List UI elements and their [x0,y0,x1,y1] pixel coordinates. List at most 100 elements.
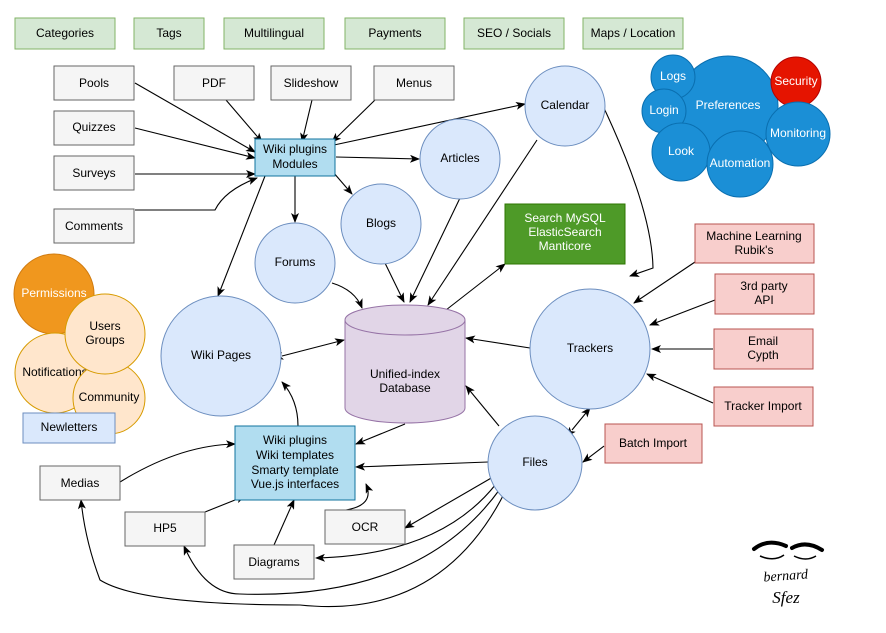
edge-ml-trackers [633,261,696,304]
tag-tags: Tags [133,17,205,50]
node-search: Search MySQL ElasticSearch Manticore [504,203,626,265]
node-label: Trackers [567,341,613,355]
edge-slideshow-plugins [300,99,313,143]
edge-pools-plugins [134,82,256,153]
node-preferences: Preferences [677,55,779,157]
node-label: Preferences [696,98,761,112]
edge-quizzes-plugins [134,127,256,160]
node-label-line: Email [748,334,778,348]
node-wiki-plugins-modules: Wiki plugins Modules [254,138,336,177]
edge-plugins-wikipages [217,175,266,297]
node-label: Security [774,74,817,88]
node-label: Slideshow [284,76,339,90]
edge-ocr-templates [345,483,374,511]
node-label-line: Unified-index [370,367,440,381]
edge-comments-plugins [135,177,258,211]
edge-plugins-calendar [333,101,526,146]
node-medias: Medias [39,465,121,501]
node-tracker-import: Tracker Import [713,386,814,427]
node-ocr: OCR [324,509,406,545]
node-label: PDF [202,76,226,90]
node-label: Diagrams [248,555,299,569]
node-label: Files [522,455,547,469]
node-third-party-api: 3rd party API [714,273,815,315]
node-pools: Pools [53,65,135,101]
node-label: Menus [396,76,432,90]
tag-categories: Categories [14,17,116,50]
tag-seo-socials: SEO / Socials [463,17,565,50]
tag-label: SEO / Socials [477,26,551,40]
node-label: Articles [440,151,479,165]
node-label-line: Groups [85,333,124,347]
node-comments: Comments [53,208,135,244]
node-quizzes: Quizzes [53,110,135,146]
node-look: Look [651,122,711,182]
edge-diagrams-templates [273,499,295,546]
tag-label: Categories [36,26,94,40]
node-label-line: Rubik's [735,243,774,257]
tag-payments: Payments [344,17,446,50]
signature-line: bernard [763,567,810,585]
node-label-line: ElasticSearch [528,225,601,239]
tag-label: Maps / Location [591,26,676,40]
edge-files-db [465,385,500,427]
node-label: Tracker Import [724,399,802,413]
node-articles: Articles [419,118,501,200]
node-logs: Logs [650,54,696,100]
node-label: Logs [660,69,686,83]
edge-db-search [445,263,506,311]
edge-import-trackers [646,373,714,404]
node-database: Unified-index Database [344,304,466,424]
admin-cluster: Preferences Logs Login Security Monitori… [641,54,831,198]
signature-line: Sfez [772,588,800,607]
plugin-sources: Pools PDF Slideshow Menus Quizzes Survey… [53,65,455,244]
node-label-line: 3rd party [740,279,787,293]
node-diagrams: Diagrams [233,544,315,580]
edge-files-diagrams [315,483,497,562]
edge-calendar-trackers [602,105,654,277]
top-tags: Categories Tags Multilingual Payments SE… [14,17,684,50]
tag-label: Tags [156,26,181,40]
node-pdf: PDF [173,65,255,101]
node-newsletters: Newletters [22,412,116,444]
edge-api-trackers [649,299,716,326]
edge-menus-plugins [331,99,376,143]
node-monitoring: Monitoring [765,101,831,167]
node-label: Community [79,390,140,404]
edge-forums-db [331,282,363,309]
node-label-line: API [754,293,773,307]
edge-blogs-db [384,262,405,303]
node-label-line: Database [379,381,431,395]
node-blogs: Blogs [340,183,422,265]
node-label: Pools [79,76,109,90]
node-machine-learning: Machine Learning Rubik's [694,223,815,264]
node-label: Surveys [72,166,115,180]
node-label: Forums [275,255,316,269]
tag-multilingual: Multilingual [223,17,325,50]
node-label: OCR [352,520,379,534]
node-slideshow: Slideshow [270,65,352,101]
node-wiki-pages: Wiki Pages [160,295,282,417]
edge-wikipages-db [273,338,345,360]
node-label: Login [649,103,678,117]
node-hp5: HP5 [124,511,206,547]
node-label: Automation [710,156,771,170]
node-surveys: Surveys [53,155,135,191]
node-security: Security [770,56,822,108]
node-label-line: Cypth [747,348,778,362]
node-label: Medias [61,476,100,490]
node-login: Login [641,88,687,134]
node-label-line: Vue.js interfaces [251,477,339,491]
node-wiki-templates: Wiki plugins Wiki templates Smarty templ… [234,425,356,501]
community-cluster: Permissions Notifications Community User… [13,253,146,444]
node-calendar: Calendar [524,65,606,147]
node-label: Blogs [366,216,396,230]
edge-plugins-articles [335,154,420,163]
node-email: Email Cypth [713,328,814,370]
node-users-groups: Users Groups [64,293,146,375]
edge-files-medias [77,491,506,608]
edge-db-templates [355,423,406,445]
node-files: Files [487,415,583,511]
edge-batch-files [582,445,605,463]
edge-files-templates [355,461,489,471]
